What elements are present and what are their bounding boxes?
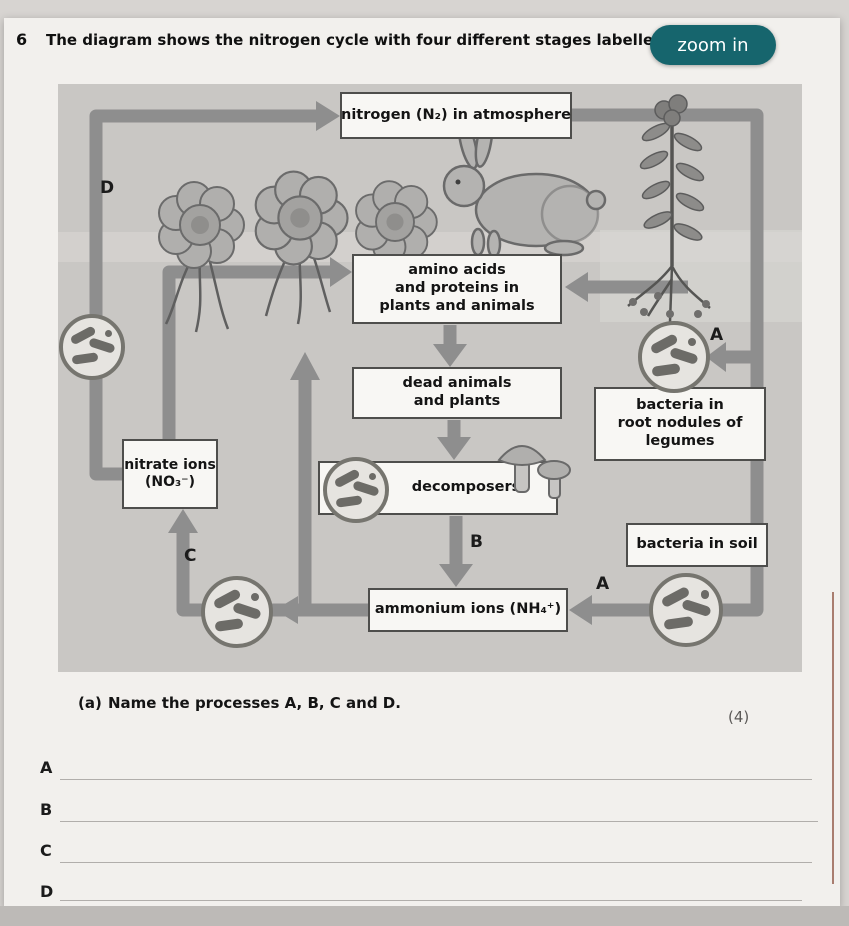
answer-letter-a: A — [40, 758, 53, 777]
part-a-label: (a) — [78, 694, 102, 712]
stage-label-a-lower: A — [596, 574, 610, 594]
bacteria-icon-decomposers — [323, 457, 389, 523]
answer-line-d — [60, 900, 802, 901]
page-margin-line — [832, 592, 834, 884]
rabbit-illustration — [442, 116, 607, 259]
answer-letter-c: C — [40, 841, 52, 860]
bacteria-icon-bottom-right — [649, 573, 723, 647]
question-text: The diagram shows the nitrogen cycle wit… — [46, 31, 726, 49]
mushroom-icon — [497, 430, 577, 518]
stage-label-a-upper: A — [710, 325, 724, 345]
box-soil-bacteria: bacteria in soil — [626, 523, 768, 567]
answer-line-b — [60, 821, 818, 822]
legume-plant-illustration — [627, 94, 711, 323]
answer-line-a — [60, 779, 812, 780]
box-nitrogen-atmosphere: nitrogen (N₂) in atmosphere — [340, 92, 572, 139]
zoom-in-button[interactable]: zoom in — [650, 25, 776, 65]
answer-line-c — [60, 862, 812, 863]
bacteria-icon-bottom-left — [201, 576, 273, 648]
answer-letter-d: D — [40, 882, 54, 901]
box-nitrogen-text: nitrogen (N₂) in atmosphere — [341, 106, 571, 123]
bacteria-icon-root-nodules — [638, 321, 710, 393]
box-amino-acids: amino acids and proteins in plants and a… — [352, 254, 562, 324]
box-nitrate-ions: nitrate ions (NO₃⁻) — [122, 439, 218, 509]
stage-label-c: C — [184, 546, 197, 566]
nitrogen-cycle-diagram: nitrogen (N₂) in atmosphere amino acids … — [58, 84, 802, 672]
box-ammonium-ions: ammonium ions (NH₄⁺) — [368, 588, 568, 632]
stage-label-d: D — [100, 178, 115, 198]
part-a-prompt: Name the processes A, B, C and D. — [108, 694, 401, 712]
box-dead-animals-plants: dead animals and plants — [352, 367, 562, 419]
question-number: 6 — [16, 30, 28, 49]
bacteria-icon-left — [59, 314, 125, 380]
nitrogen-cycle-arrows — [58, 94, 802, 625]
soil-patch-right — [600, 230, 802, 322]
marks-badge: (4) — [728, 708, 750, 726]
box-root-nodule-bacteria: bacteria in root nodules of legumes — [594, 387, 766, 461]
desk-background — [0, 906, 849, 926]
stage-label-b: B — [470, 532, 483, 552]
answer-letter-b: B — [40, 800, 53, 819]
